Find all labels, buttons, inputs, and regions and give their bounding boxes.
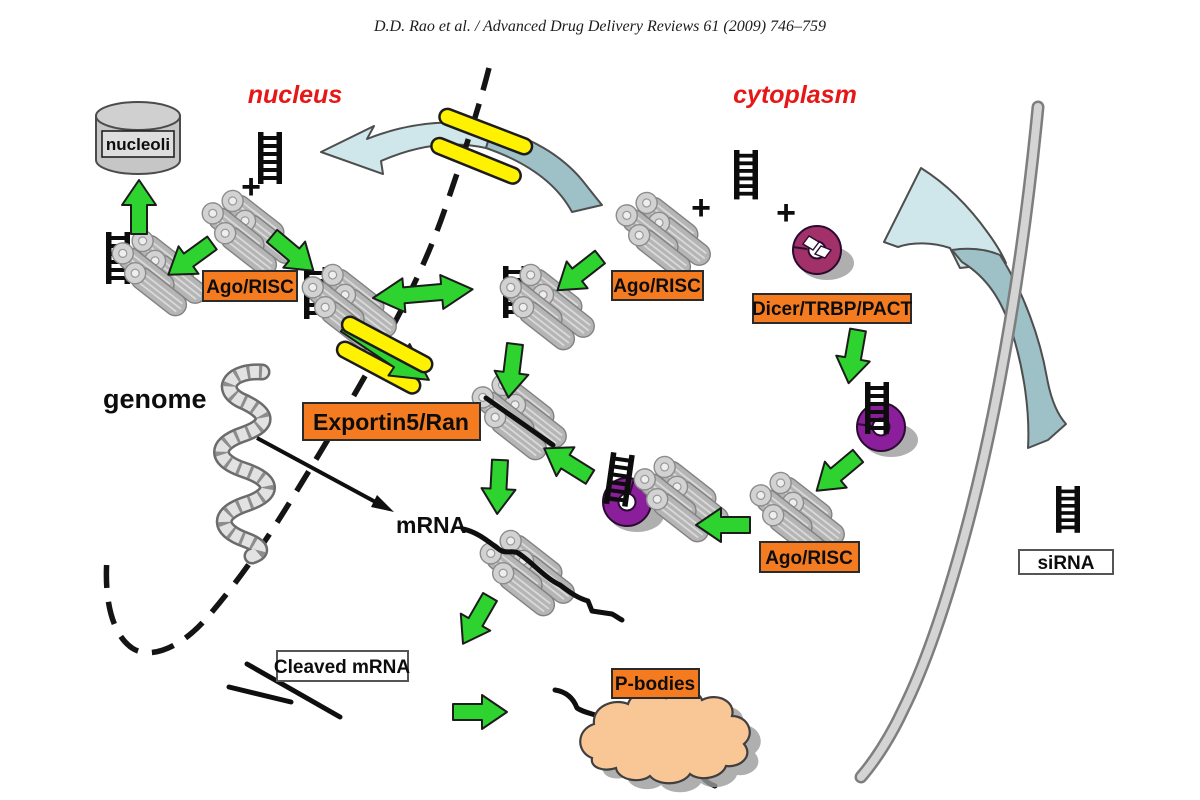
- svg-text:Dicer/TRBP/PACT: Dicer/TRBP/PACT: [752, 299, 913, 320]
- cell-membrane: [854, 100, 1045, 784]
- cleaved-mrna-fragments: [226, 661, 343, 720]
- risc-guide-strand-complex: [463, 365, 576, 469]
- svg-text:Ago/RISC: Ago/RISC: [206, 277, 294, 298]
- ago-risc-label-cytoplasm: Ago/RISC: [611, 270, 704, 301]
- mrna-strand: [460, 526, 625, 623]
- dicer-cleaving-complex: [856, 382, 919, 458]
- svg-text:siRNA: siRNA: [1037, 553, 1094, 574]
- dicer-trbp-pact-label: Dicer/TRBP/PACT: [752, 293, 913, 324]
- mrna-into-p-bodies: [552, 687, 605, 720]
- nuclear-envelope-dashed-line: [103, 67, 492, 656]
- arrow-dicer-to-ago: [804, 441, 870, 505]
- sirna-duplex-icon: [1056, 486, 1080, 533]
- genome-helix: [213, 363, 276, 565]
- nuclear-pore-top: [430, 107, 534, 185]
- mrna-label: mRNA: [396, 512, 466, 538]
- pore-bar: [340, 315, 434, 374]
- exportin5-ran-label: Exportin5/Ran: [302, 402, 481, 441]
- svg-text:Cleaved mRNA: Cleaved mRNA: [274, 657, 410, 678]
- pore-bar: [430, 136, 522, 185]
- p-bodies-cloud: [579, 688, 761, 793]
- arrow-target-recognition: [479, 458, 518, 516]
- sirna-label: siRNA: [1018, 549, 1114, 575]
- svg-text:Exportin5/Ran: Exportin5/Ran: [313, 409, 469, 435]
- svg-text:Ago/RISC: Ago/RISC: [765, 548, 853, 569]
- ago-risc-label-loading: Ago/RISC: [759, 541, 860, 573]
- nucleus-region-label: nucleus: [248, 81, 343, 109]
- arrow-to-nucleoli: [121, 179, 157, 235]
- arrow-nucleocytoplasmic-shuttle: [370, 271, 476, 316]
- nucleolus-organelle: nucleoli: [95, 101, 181, 175]
- dicer-trbp-pact-complex: [792, 225, 854, 280]
- transcription-arrow: [256, 436, 394, 512]
- genome-label: genome: [103, 384, 207, 414]
- nuclear-pore-exportin: [334, 307, 441, 397]
- plus-sign: +: [241, 168, 261, 206]
- plus-sign: +: [691, 189, 711, 227]
- sirna-delivery-arrow: [883, 167, 1067, 449]
- sirna-duplex-icon: [258, 132, 282, 184]
- svg-text:P-bodies: P-bodies: [615, 674, 695, 695]
- nucleoli-label: nucleoli: [106, 135, 170, 154]
- arrow-to-cleaved-mrna: [447, 587, 506, 654]
- sirna-duplex-icon: [734, 150, 758, 200]
- plus-sign: +: [776, 194, 796, 232]
- journal-citation: D.D. Rao et al. / Advanced Drug Delivery…: [373, 18, 826, 35]
- nucleoli-label-box: [101, 130, 175, 158]
- cleaved-mrna-label: Cleaved mRNA: [274, 650, 410, 682]
- pore-bar: [438, 107, 534, 156]
- arrow-to-p-bodies: [452, 694, 508, 730]
- svg-text:Ago/RISC: Ago/RISC: [613, 276, 701, 297]
- arrow-to-dicer: [830, 326, 876, 388]
- nuclear-import-arrow: [320, 121, 603, 213]
- p-bodies-label: P-bodies: [611, 668, 700, 699]
- cytoplasm-region-label: cytoplasm: [733, 81, 857, 109]
- ago-risc-label-nucleus: Ago/RISC: [202, 270, 298, 302]
